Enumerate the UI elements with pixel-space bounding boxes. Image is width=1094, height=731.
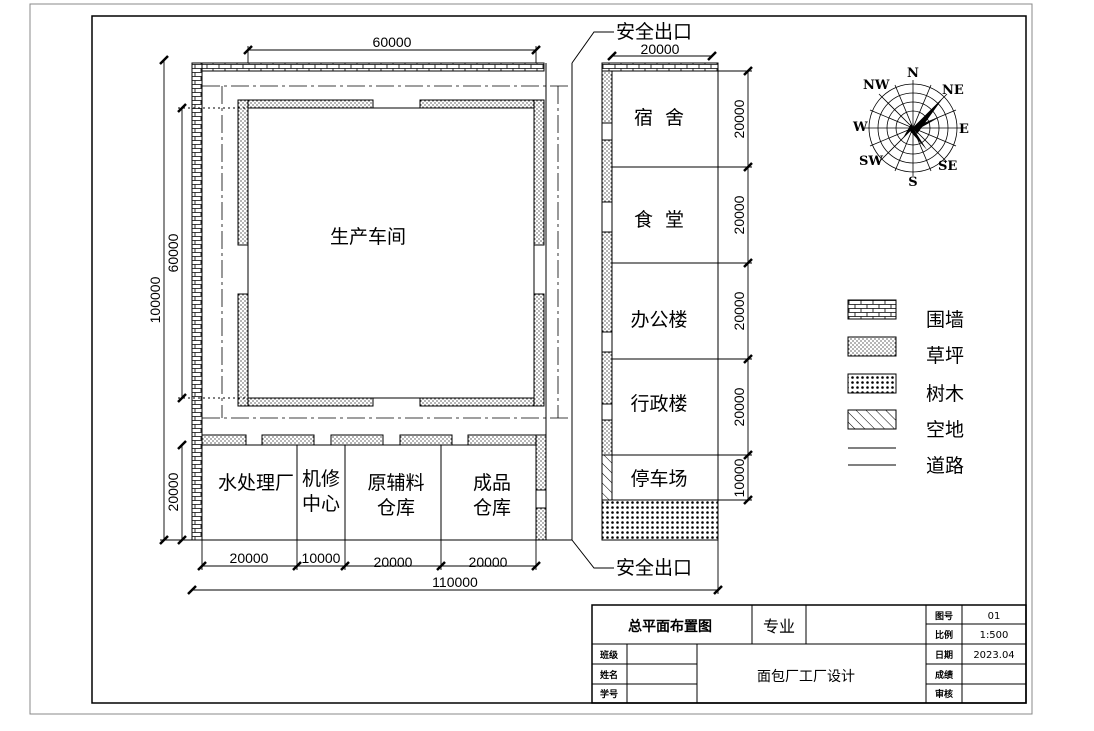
top-wall-right xyxy=(601,62,719,72)
left-wall xyxy=(191,62,203,541)
class-label: 班级 xyxy=(600,649,619,661)
project-name: 面包厂工厂设计 xyxy=(757,669,855,685)
product-label-1: 成品 xyxy=(473,472,511,494)
top-exit-label: 安全出口 xyxy=(616,21,692,43)
legend-open-label: 空地 xyxy=(926,419,964,441)
open-space-strip xyxy=(601,454,613,501)
major-label: 专业 xyxy=(763,617,795,636)
lawn-strip xyxy=(237,397,374,407)
name-label: 姓名 xyxy=(599,669,618,681)
outer-frame xyxy=(29,3,1033,715)
dim-left-total: 100000 xyxy=(147,276,163,323)
legend-open-swatch xyxy=(847,409,897,430)
right-site: 宿 舍 食 堂 办公楼 行政楼 停车场 xyxy=(601,62,719,541)
legend-trees-swatch xyxy=(847,373,897,394)
legend-lawn-label: 草坪 xyxy=(926,345,964,367)
repair-label-1: 机修 xyxy=(302,468,340,490)
rawmat-label-2: 仓库 xyxy=(377,497,415,519)
parking-label: 停车场 xyxy=(630,468,687,490)
admin-label: 行政楼 xyxy=(630,393,687,415)
legend-wall-label: 围墙 xyxy=(926,309,964,331)
legend-road-label: 道路 xyxy=(926,455,964,477)
workshop-building xyxy=(247,107,535,399)
lawn-strip xyxy=(330,434,384,446)
dim-top: 60000 xyxy=(373,34,412,50)
tree-area xyxy=(601,499,719,541)
lawn-strip xyxy=(533,293,545,407)
dim-bottom-water: 20000 xyxy=(230,550,269,566)
lawn-strip xyxy=(419,397,545,407)
lawn-strip xyxy=(261,434,315,446)
student-id-label: 学号 xyxy=(600,688,618,700)
lawn-strip xyxy=(399,434,453,446)
legend-wall-swatch xyxy=(847,299,897,320)
office-label: 办公楼 xyxy=(630,309,687,331)
drawing-no: 01 xyxy=(988,611,1001,622)
workshop-label: 生产车间 xyxy=(330,226,406,248)
dim-right-canteen: 20000 xyxy=(731,195,747,234)
dimension-lines xyxy=(159,45,753,595)
compass-ne: NE xyxy=(942,83,964,98)
dim-bottom-product: 20000 xyxy=(469,554,508,570)
scale-label: 比例 xyxy=(935,629,953,641)
dorm-label: 宿 舍 xyxy=(634,107,684,129)
drawing-title: 总平面布置图 xyxy=(628,618,712,635)
compass-w: W xyxy=(852,120,868,135)
compass-se: SE xyxy=(938,159,957,174)
legend-trees-label: 树木 xyxy=(926,383,964,405)
dim-bottom-repair: 10000 xyxy=(302,550,341,566)
lawn-strip xyxy=(533,99,545,246)
left-site: 生产车间 水处理厂 机修 中心 原辅料 仓库 成品 仓库 xyxy=(191,62,573,541)
lawn-strip xyxy=(419,99,545,109)
product-label-2: 仓库 xyxy=(473,497,511,519)
scale-value: 1:500 xyxy=(980,630,1009,641)
legend: 围墙 草坪 树木 空地 道路 xyxy=(847,299,964,477)
repair-label-2: 中心 xyxy=(302,493,340,515)
drawing-border xyxy=(91,15,1027,704)
drawing-no-label: 图号 xyxy=(935,611,953,622)
dim-bottom-total: 110000 xyxy=(432,574,478,590)
top-wall xyxy=(191,62,545,72)
date-value: 2023.04 xyxy=(973,650,1014,661)
dim-right-parking: 10000 xyxy=(731,458,747,497)
dim-left-bottom: 20000 xyxy=(165,472,181,511)
lawn-strip xyxy=(237,99,249,246)
dim-right-dorm: 20000 xyxy=(731,99,747,138)
compass-e: E xyxy=(959,122,969,137)
compass-nw: NW xyxy=(863,78,890,93)
rawmat-label-1: 原辅料 xyxy=(367,472,424,494)
lawn-strip xyxy=(467,434,545,446)
lawn-strip xyxy=(201,434,247,446)
title-block: 总平面布置图 专业 班级 姓名 学号 面包厂工厂设计 图号 01 比例 1:50… xyxy=(591,604,1027,704)
canteen-label: 食 堂 xyxy=(634,209,684,231)
dim-right-office: 20000 xyxy=(731,291,747,330)
lawn-strip xyxy=(237,99,374,109)
compass-sw: SW xyxy=(859,154,883,169)
right-buildings xyxy=(611,70,719,541)
dim-top-right: 20000 xyxy=(641,41,680,57)
bottom-exit-label: 安全出口 xyxy=(616,557,692,579)
review-label: 审核 xyxy=(935,688,953,700)
lawn-strip xyxy=(535,507,547,541)
date-label: 日期 xyxy=(935,649,953,661)
legend-lawn-swatch xyxy=(847,336,897,357)
dim-bottom-rawmat: 20000 xyxy=(374,554,413,570)
dim-left-workshop: 60000 xyxy=(165,233,181,272)
lawn-strip xyxy=(535,434,547,491)
water-plant-label: 水处理厂 xyxy=(218,472,294,494)
compass-s: S xyxy=(908,175,917,190)
lawn-strip xyxy=(237,293,249,407)
compass-rose-icon xyxy=(865,80,961,176)
grade-label: 成绩 xyxy=(935,669,953,681)
dim-right-admin: 20000 xyxy=(731,387,747,426)
compass-n: N xyxy=(907,66,919,81)
